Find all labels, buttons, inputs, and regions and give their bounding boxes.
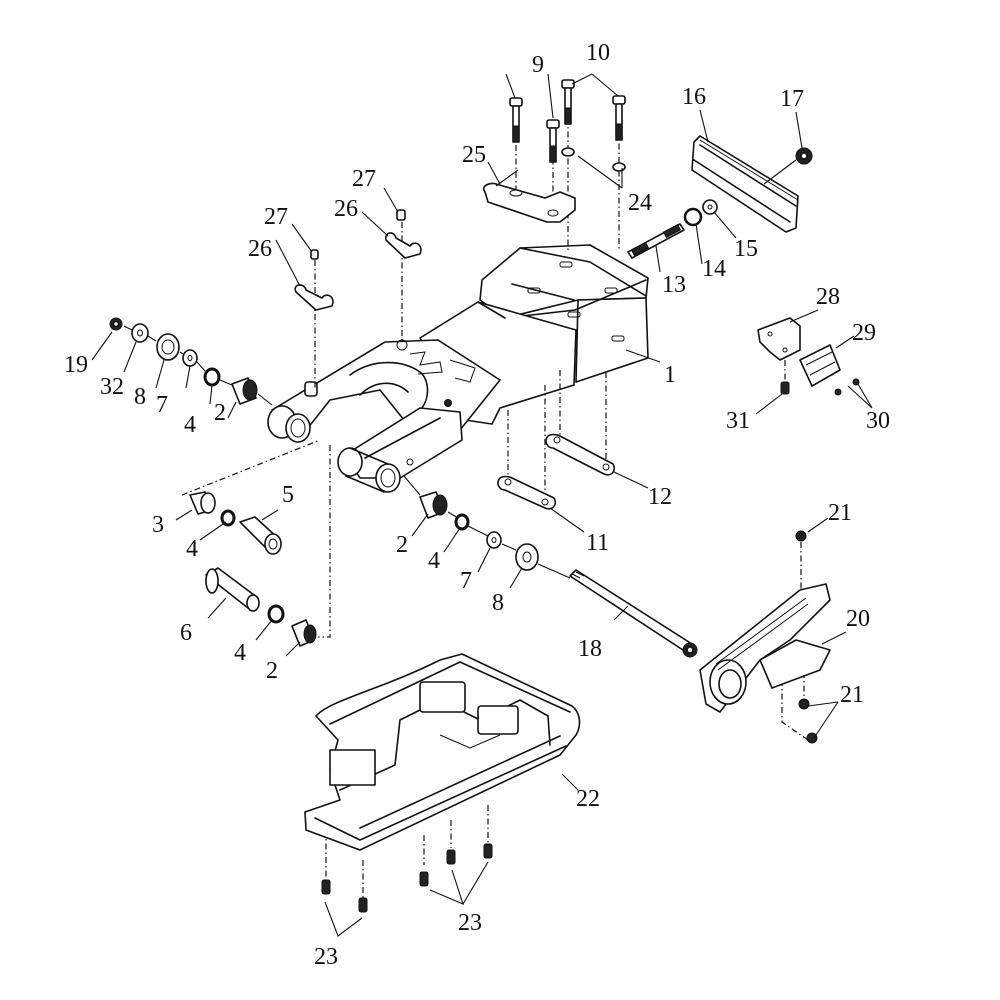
upper-bracket-group (482, 73, 626, 223)
callout-14: 14 (702, 256, 726, 282)
callout-23: 23 (314, 944, 338, 970)
callout-labels: 1 2 2 2 3 4 4 4 4 5 6 7 7 8 8 9 10 11 12… (64, 40, 890, 970)
callout-2: 2 (214, 400, 226, 426)
callout-9: 9 (532, 52, 544, 78)
callout-4: 4 (234, 640, 246, 666)
callout-leaders (91, 109, 873, 791)
clamps (294, 209, 422, 311)
callout-5: 5 (282, 482, 294, 508)
chain-guide-group (699, 530, 831, 744)
callout-7: 7 (460, 568, 472, 594)
callout-23: 23 (458, 910, 482, 936)
bolt-9a (509, 97, 523, 143)
callout-25: 25 (462, 142, 486, 168)
callout-32: 32 (100, 374, 124, 400)
callout-6: 6 (180, 620, 192, 646)
callout-19: 19 (64, 352, 88, 378)
callout-17: 17 (780, 86, 804, 112)
callout-10: 10 (586, 40, 610, 66)
swing-arm (267, 244, 649, 493)
callout-26: 26 (334, 196, 358, 222)
callout-27: 27 (264, 204, 288, 230)
callout-29: 29 (852, 320, 876, 346)
skid-plate-bolts (321, 843, 493, 937)
callout-24: 24 (628, 190, 652, 216)
callout-18: 18 (578, 636, 602, 662)
chain-slider-group (691, 135, 813, 233)
pivot-stack-left (109, 317, 273, 406)
callout-26: 26 (248, 236, 272, 262)
skid-plate (304, 653, 581, 851)
bolt-10b (612, 95, 626, 141)
bolt-10a (561, 79, 575, 125)
callout-1: 1 (664, 362, 676, 388)
callout-7: 7 (156, 392, 168, 418)
callout-8: 8 (134, 384, 146, 410)
pivot-stack-right (403, 475, 571, 579)
callout-2: 2 (266, 658, 278, 684)
callout-21: 21 (828, 500, 852, 526)
callout-15: 15 (734, 236, 758, 262)
callout-16: 16 (682, 84, 706, 110)
callout-4: 4 (428, 548, 440, 574)
pivot-parts-lower (189, 491, 317, 647)
callout-4: 4 (184, 412, 196, 438)
callout-13: 13 (662, 272, 686, 298)
assembly-guide-lines (181, 118, 809, 905)
link-plates (497, 433, 616, 510)
callout-3: 3 (152, 512, 164, 538)
pivot-shaft (569, 569, 698, 658)
callout-12: 12 (648, 484, 672, 510)
callout-28: 28 (816, 284, 840, 310)
callout-11: 11 (586, 530, 609, 556)
callout-30: 30 (866, 408, 890, 434)
reflector-group (757, 317, 860, 396)
callout-22: 22 (576, 786, 600, 812)
bolt-9b (546, 119, 560, 163)
callout-2: 2 (396, 532, 408, 558)
callout-20: 20 (846, 606, 870, 632)
chain-adjuster-group (627, 199, 718, 259)
callout-27: 27 (352, 166, 376, 192)
callout-21: 21 (840, 682, 864, 708)
callout-4: 4 (186, 536, 198, 562)
callout-31: 31 (726, 408, 750, 434)
callout-8: 8 (492, 590, 504, 616)
